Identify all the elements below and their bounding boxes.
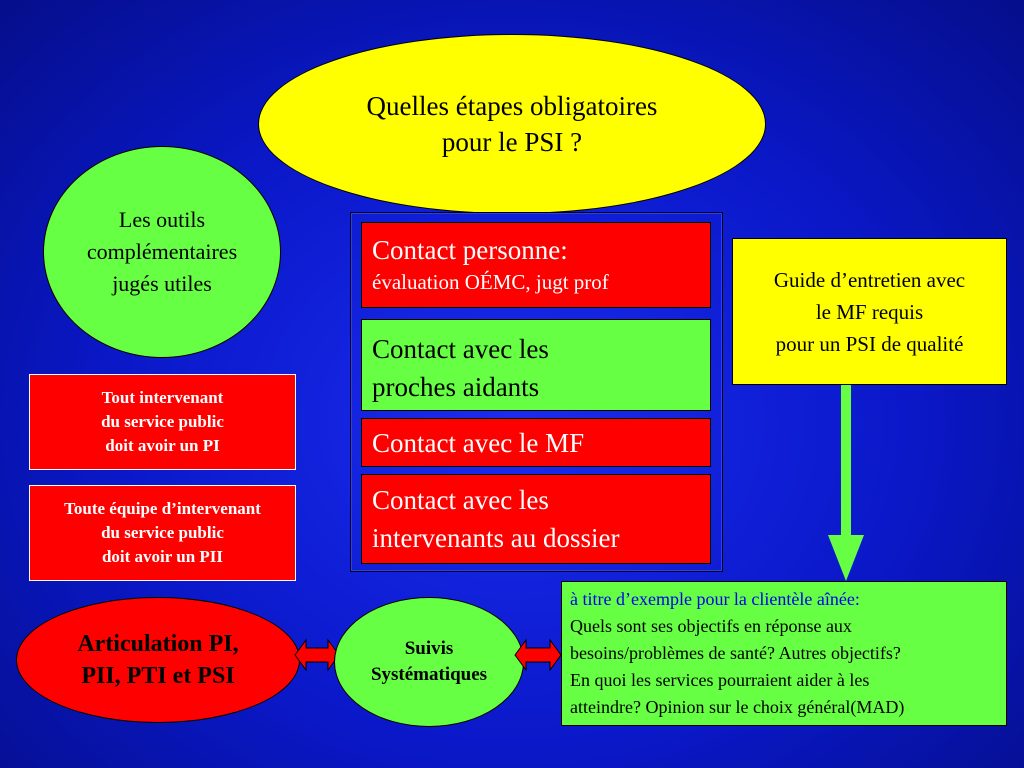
steps-frame (350, 212, 723, 572)
step-contact-personne: Contact personne: évaluation OÉMC, jugt … (361, 222, 711, 308)
double-arrow-icon-right (514, 638, 562, 672)
step2-line-1: Contact avec les (372, 334, 549, 364)
pii-line-3: doit avoir un PII (101, 547, 224, 566)
suivis-line-1: Suivis (404, 638, 454, 659)
step-contact-mf: Contact avec le MF (361, 418, 711, 467)
guide-box: Guide d’entretien avec le MF requis pour… (732, 238, 1007, 385)
articulation-line-1: Articulation PI, (77, 631, 239, 657)
step4-line-2: intervenants au dossier (372, 523, 620, 553)
example-line-3: En quoi les services pourraient aider à … (570, 670, 870, 690)
step1-title: Contact personne: (372, 235, 568, 265)
articulation-ellipse: Articulation PI, PII, PTI et PSI (16, 597, 300, 723)
step4-line-1: Contact avec les (372, 485, 549, 515)
down-arrow-icon (828, 385, 864, 581)
pii-line-2: du service public (101, 523, 224, 542)
suivis-line-2: Systématiques (370, 664, 488, 685)
tools-line-3: jugés utiles (112, 271, 212, 296)
guide-line-2: le MF requis (815, 299, 924, 324)
step2-line-2: proches aidants (372, 372, 540, 402)
pii-box: Toute équipe d’intervenant du service pu… (29, 485, 296, 581)
step1-sub: évaluation OÉMC, jugt prof (372, 270, 609, 294)
example-line-2: besoins/problèmes de santé? Autres objec… (570, 643, 901, 663)
example-header: à titre d’exemple pour la clientèle aîné… (570, 589, 860, 609)
guide-line-3: pour un PSI de qualité (775, 331, 964, 356)
step3-label: Contact avec le MF (372, 428, 585, 458)
step-contact-intervenants: Contact avec les intervenants au dossier (361, 474, 711, 564)
tools-circle: Les outils complémentaires jugés utiles (43, 146, 281, 358)
suivis-ellipse: Suivis Systématiques (334, 597, 524, 727)
title-ellipse: Quelles étapes obligatoires pour le PSI … (258, 34, 766, 214)
step-contact-proches: Contact avec les proches aidants (361, 319, 711, 411)
example-line-1: Quels sont ses objectifs en réponse aux (570, 616, 852, 636)
pi-box: Tout intervenant du service public doit … (29, 374, 296, 470)
title-line-2: pour le PSI ? (441, 127, 583, 157)
pi-line-3: doit avoir un PI (105, 436, 220, 455)
title-line-1: Quelles étapes obligatoires (366, 91, 658, 121)
pi-line-1: Tout intervenant (101, 388, 224, 407)
tools-line-2: complémentaires (86, 239, 238, 264)
pii-line-1: Toute équipe d’intervenant (64, 499, 261, 518)
example-box: à titre d’exemple pour la clientèle aîné… (561, 581, 1007, 726)
pi-line-2: du service public (101, 412, 224, 431)
double-arrow-icon-left (294, 638, 340, 672)
example-line-4: atteindre? Opinion sur le choix général(… (570, 697, 905, 717)
tools-line-1: Les outils (118, 207, 206, 232)
guide-line-1: Guide d’entretien avec (773, 267, 966, 292)
articulation-line-2: PII, PTI et PSI (81, 663, 235, 689)
